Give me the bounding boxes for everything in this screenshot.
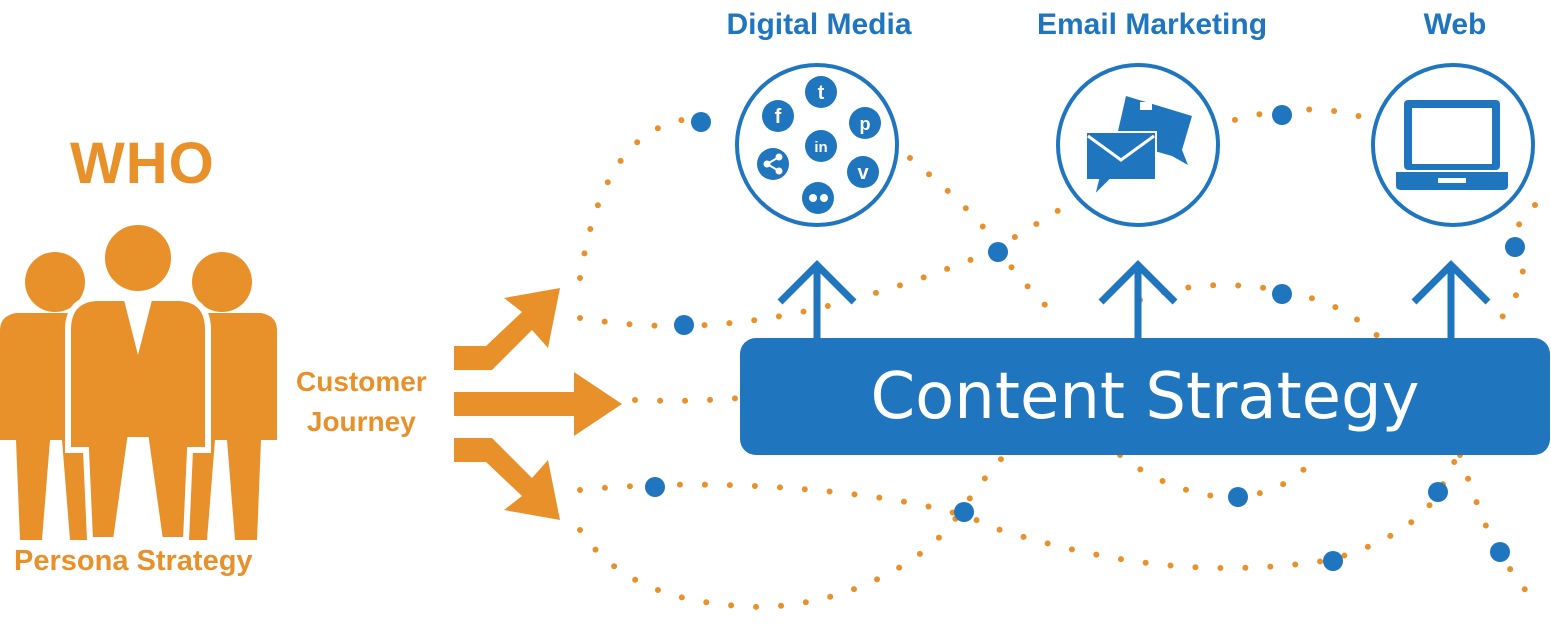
persona-strategy-label: Persona Strategy	[14, 545, 253, 577]
path-top-arc	[577, 115, 703, 281]
node	[1272, 105, 1292, 125]
customer-journey-label: Customer Journey	[296, 362, 427, 442]
path-web-right	[1497, 202, 1538, 323]
node	[674, 315, 694, 335]
node	[1490, 542, 1510, 562]
path-lower-right	[1117, 452, 1318, 501]
arrow-up-icon	[1098, 260, 1178, 340]
linkedin-icon: in	[805, 130, 837, 162]
svg-text:f: f	[775, 106, 782, 128]
people-icon	[0, 219, 277, 543]
path-bottom-arc	[577, 452, 1008, 611]
node	[1428, 482, 1448, 502]
node	[1272, 284, 1292, 304]
arrow-down-icon	[454, 438, 560, 520]
arrow-right-icon	[454, 372, 622, 436]
email-envelope-icon	[1085, 96, 1192, 200]
vimeo-icon: v	[847, 156, 879, 188]
who-heading: WHO	[70, 131, 215, 196]
path-mid-upper	[1137, 282, 1383, 341]
facebook-icon: f	[762, 100, 794, 132]
journey-line-1: Customer	[296, 366, 427, 397]
path-upper	[577, 106, 1373, 329]
social-icons: t f p in v	[757, 76, 881, 214]
node	[645, 477, 665, 497]
node	[1323, 551, 1343, 571]
laptop-icon	[1396, 100, 1508, 190]
node	[954, 502, 974, 522]
node	[1505, 237, 1525, 257]
svg-text:in: in	[814, 139, 827, 156]
node	[1228, 487, 1248, 507]
path-media-right	[907, 155, 1063, 323]
twitter-icon: t	[805, 76, 837, 108]
web-label: Web	[1423, 8, 1487, 41]
pinterest-icon: p	[849, 107, 881, 139]
channel-arrows	[777, 260, 1491, 340]
journey-nodes	[645, 105, 1525, 571]
content-strategy-banner: Content Strategy	[740, 338, 1550, 455]
arrow-up-icon	[454, 288, 560, 370]
arrow-up-icon	[777, 260, 857, 340]
email-marketing-label: Email Marketing	[1036, 8, 1268, 41]
path-far-right	[1457, 452, 1533, 598]
share-icon	[757, 148, 789, 180]
journey-line-2: Journey	[306, 406, 416, 437]
node	[691, 112, 711, 132]
path-middle	[632, 395, 743, 404]
journey-arrows	[454, 288, 622, 520]
flickr-icon	[802, 182, 834, 214]
svg-text:t: t	[818, 82, 825, 104]
node	[988, 242, 1008, 262]
svg-text:v: v	[857, 162, 869, 184]
digital-media-label: Digital Media	[726, 8, 912, 41]
svg-text:p: p	[860, 114, 871, 134]
arrow-up-icon	[1411, 260, 1491, 340]
